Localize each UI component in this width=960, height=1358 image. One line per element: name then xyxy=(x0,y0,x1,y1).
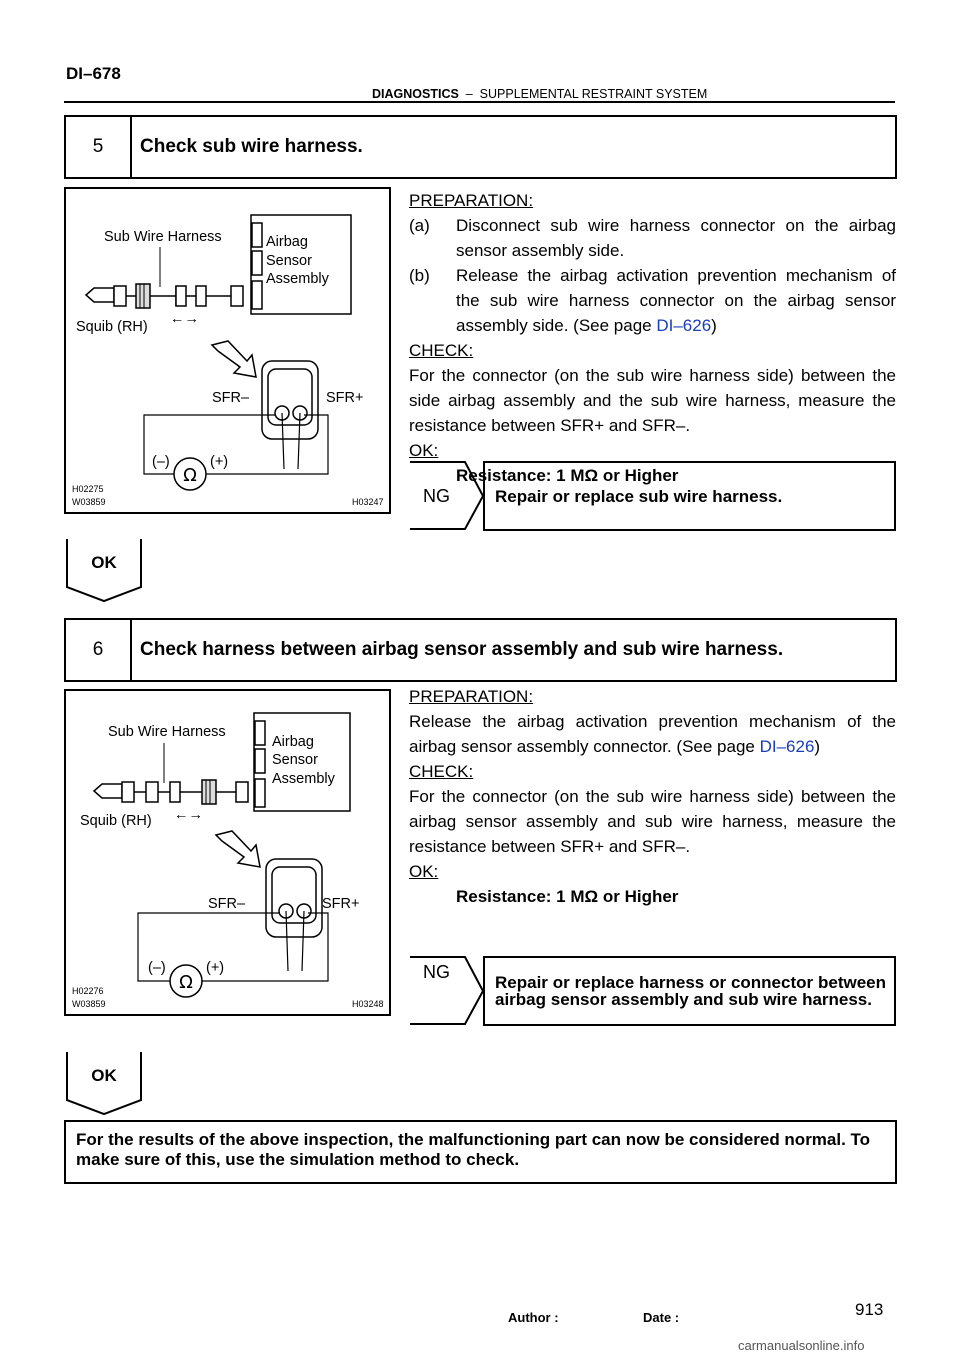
step-5-ng-label: NG xyxy=(423,485,450,506)
ok-arrow-icon xyxy=(66,539,142,603)
step-5-page-link[interactable]: DI–626 xyxy=(656,316,712,335)
step-5-header: 5 Check sub wire harness. xyxy=(64,115,897,179)
direction-arrow xyxy=(214,830,261,868)
sub-wire-harness-label: Sub Wire Harness xyxy=(104,229,222,245)
step-5-check-heading: CHECK: xyxy=(409,341,474,360)
connector-face xyxy=(261,360,319,470)
step-5-ng-text: Repair or replace sub wire harness. xyxy=(495,486,783,506)
section-header-sep: – xyxy=(465,87,473,101)
date-label: Date : xyxy=(643,1310,680,1325)
svg-text:Ω: Ω xyxy=(179,972,193,993)
step-5-prep-a-text: Disconnect sub wire harness connector on… xyxy=(456,216,896,260)
meter-minus-label: (–) xyxy=(152,454,170,470)
page-number: 913 xyxy=(855,1300,884,1319)
squib-label: Squib (RH) xyxy=(76,319,148,335)
step-5-check-text: For the connector (on the sub wire harne… xyxy=(409,366,896,435)
step-5-ng-box: Repair or replace sub wire harness. xyxy=(483,461,896,531)
airbag-label-2: Sensor xyxy=(266,253,312,269)
meter-minus-label: (–) xyxy=(148,960,166,976)
step-6-check-heading: CHECK: xyxy=(409,762,474,781)
airbag-label-1: Airbag xyxy=(266,234,308,250)
watermark: carmanualsonline.info xyxy=(738,1338,865,1353)
step-6-figure: Airbag Sensor Assembly Sub Wire Harness … xyxy=(64,689,391,1016)
step-6-page-link[interactable]: DI–626 xyxy=(759,737,815,756)
step-5-diagram: Airbag Sensor Assembly Sub Wire Harness … xyxy=(72,214,384,507)
final-note-box: For the results of the above inspection,… xyxy=(64,1120,897,1184)
step-5-ok-heading: OK: xyxy=(409,441,439,460)
connector-chain xyxy=(92,779,249,805)
step-5-number: 5 xyxy=(66,117,132,177)
sub-wire-harness-label: Sub Wire Harness xyxy=(108,724,226,740)
step-5-prep-a-mark: (a) xyxy=(409,216,430,235)
ohmmeter-icon xyxy=(169,964,203,998)
figure-code-2: W03859 xyxy=(72,999,106,1009)
ohmmeter-icon xyxy=(173,457,207,491)
airbag-label-3: Assembly xyxy=(266,271,330,287)
svg-text:Ω: Ω xyxy=(183,465,197,486)
section-header-bold: DIAGNOSTICS xyxy=(372,87,459,101)
step-6-instructions: PREPARATION: Release the airbag activati… xyxy=(409,684,896,909)
step-6-ok-result: OK xyxy=(66,1052,142,1116)
meter-plus-label: (+) xyxy=(206,960,224,976)
figure-code-3: H03247 xyxy=(352,497,384,507)
header-rule xyxy=(64,101,895,103)
connector-chain xyxy=(84,283,244,309)
step-5-prep-b-mark: (b) xyxy=(409,266,430,285)
figure-code-1: H02276 xyxy=(72,986,104,996)
figure-code-2: W03859 xyxy=(72,497,106,507)
step-6-title: Check harness between airbag sensor asse… xyxy=(140,639,784,660)
step-5-ok-spec: Resistance: 1 MΩ or Higher xyxy=(456,466,679,485)
step-5-prep-b: (b) Release the airbag activation prevent… xyxy=(409,263,896,338)
step-5-ng-result: NG Repair or replace sub wire harness. xyxy=(409,461,896,531)
sfr-plus-label: SFR+ xyxy=(322,896,359,912)
step-6-check-text: For the connector (on the sub wire harne… xyxy=(409,787,896,856)
page-footer: Author : Date : 913 xyxy=(0,1298,960,1328)
sfr-minus-label: SFR– xyxy=(208,896,246,912)
step-6-prep: Release the airbag activation prevention… xyxy=(409,712,896,756)
page-id: DI–678 xyxy=(66,64,121,83)
step-5-title: Check sub wire harness. xyxy=(140,136,363,157)
step-6-prep-text: Release the airbag activation prevention… xyxy=(409,712,896,756)
step-6-ng-box: Repair or replace harness or connector b… xyxy=(483,956,896,1026)
figure-code-1: H02275 xyxy=(72,484,104,494)
step-5-ok-label: OK xyxy=(91,553,117,572)
step-6-preparation-heading: PREPARATION: xyxy=(409,687,534,706)
step-5-prep-a: (a) Disconnect sub wire harness connector… xyxy=(409,213,896,263)
connector-face xyxy=(265,858,323,972)
sfr-plus-label: SFR+ xyxy=(326,390,363,406)
direction-arrow xyxy=(210,340,257,378)
meter-plus-label: (+) xyxy=(210,454,228,470)
step-6-ok-spec: Resistance: 1 MΩ or Higher xyxy=(456,887,679,906)
step-6-ok-heading: OK: xyxy=(409,862,439,881)
section-header-rest: SUPPLEMENTAL RESTRAINT SYSTEM xyxy=(479,87,708,101)
step-6-ng-result: NG Repair or replace harness or connecto… xyxy=(409,956,896,1026)
ok-arrow-icon xyxy=(66,1052,142,1116)
step-6-ng-label: NG xyxy=(423,962,450,982)
figure-code-3: H03248 xyxy=(352,999,384,1009)
step-5-ok-result: OK xyxy=(66,539,142,603)
airbag-sensor-box xyxy=(250,214,352,315)
svg-text:←→: ←→ xyxy=(174,807,203,823)
airbag-sensor-box xyxy=(253,712,351,812)
step-6-number: 6 xyxy=(66,620,132,680)
step-5-preparation-heading: PREPARATION: xyxy=(409,191,534,210)
step-5-instructions: PREPARATION: (a) Disconnect sub wire harn… xyxy=(409,188,896,488)
svg-text:←→: ←→ xyxy=(170,311,199,327)
airbag-label-2: Sensor xyxy=(272,752,318,768)
author-label: Author : xyxy=(508,1310,559,1325)
airbag-label-1: Airbag xyxy=(272,734,314,750)
step-5-prep-b-text: Release the airbag activation prevention… xyxy=(456,266,896,335)
step-6-ng-text: Repair or replace harness or connector b… xyxy=(495,973,886,1009)
squib-label: Squib (RH) xyxy=(80,813,152,829)
airbag-label-3: Assembly xyxy=(272,771,336,787)
step-5-figure: Airbag Sensor Assembly Sub Wire Harness … xyxy=(64,187,391,514)
final-note-text: For the results of the above inspection,… xyxy=(76,1130,871,1169)
step-6-header: 6 Check harness between airbag sensor as… xyxy=(64,618,897,682)
step-6-diagram: Airbag Sensor Assembly Sub Wire Harness … xyxy=(72,712,384,1009)
section-header: DIAGNOSTICS – SUPPLEMENTAL RESTRAINT SYS… xyxy=(372,87,707,101)
sfr-minus-label: SFR– xyxy=(212,390,250,406)
step-6-ok-label: OK xyxy=(91,1066,117,1085)
